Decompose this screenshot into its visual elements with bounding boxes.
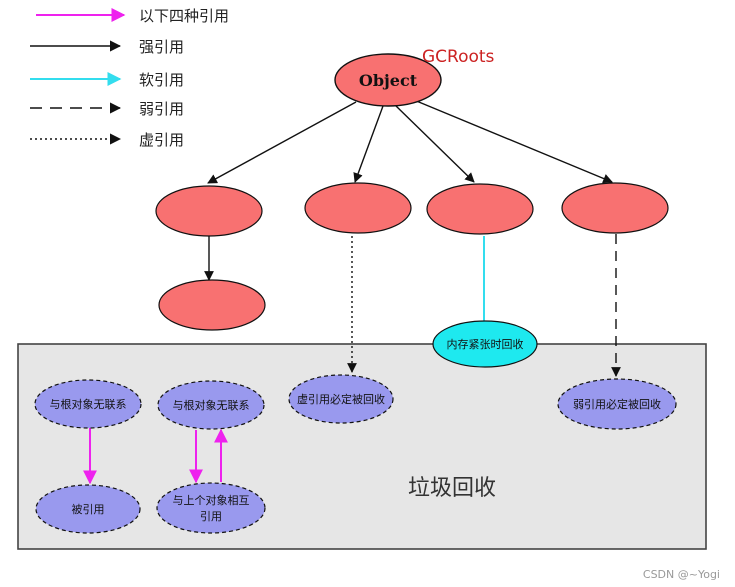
gc-isolated-node-1 xyxy=(34,379,142,429)
legend-item-soft: 软引用 xyxy=(30,71,184,89)
legend-label-soft: 软引用 xyxy=(139,71,184,89)
edge-root-to-node-4 xyxy=(413,99,613,184)
gc-weak-label: 弱引用必定被回收 xyxy=(573,397,661,411)
legend-label-strong: 强引用 xyxy=(139,38,184,56)
gc-isolated-node-2 xyxy=(157,380,265,430)
gc-referenced-label: 被引用 xyxy=(72,502,105,516)
gc-mutual-label-line-2: 引用 xyxy=(200,509,222,523)
root-node xyxy=(334,53,442,107)
legend: 以下四种引用 强引用 软引用 弱引用 虚引用 xyxy=(30,7,229,149)
node-2 xyxy=(304,182,412,234)
gc-mutual-node xyxy=(156,482,266,534)
soft-collect-label: 内存紧张时回收 xyxy=(447,337,524,351)
node-1 xyxy=(155,185,263,237)
node-5 xyxy=(158,279,266,331)
edge-root-to-node-3 xyxy=(394,104,475,183)
gc-mutual-label-line-1: 与上个对象相互 xyxy=(173,493,250,507)
gc-area-title: 垃圾回收 xyxy=(408,476,496,501)
gc-phantom-node xyxy=(288,374,394,424)
legend-item-phantom: 虚引用 xyxy=(30,131,184,149)
legend-label-phantom: 虚引用 xyxy=(139,131,184,149)
node-3 xyxy=(426,183,534,235)
gc-isolated-label-1: 与根对象无联系 xyxy=(50,397,127,411)
edge-root-to-node-1 xyxy=(207,101,357,184)
gc-isolated-label-2: 与根对象无联系 xyxy=(173,398,250,412)
gc-referenced-node xyxy=(35,484,141,534)
legend-label-four-refs: 以下四种引用 xyxy=(139,7,229,25)
gc-phantom-label: 虚引用必定被回收 xyxy=(297,392,385,406)
legend-item-strong: 强引用 xyxy=(30,38,184,56)
node-4 xyxy=(561,182,669,234)
watermark: CSDN @~Yogi xyxy=(643,568,720,581)
legend-item-weak: 弱引用 xyxy=(30,100,184,118)
legend-label-weak: 弱引用 xyxy=(139,100,184,118)
soft-collect-node xyxy=(432,320,538,368)
edge-root-to-node-2 xyxy=(353,105,384,183)
gc-weak-node xyxy=(557,378,677,430)
root-node-label: Object xyxy=(359,71,418,90)
legend-item-magenta: 以下四种引用 xyxy=(36,7,229,25)
gc-roots-annotation: GCRoots xyxy=(422,47,495,67)
